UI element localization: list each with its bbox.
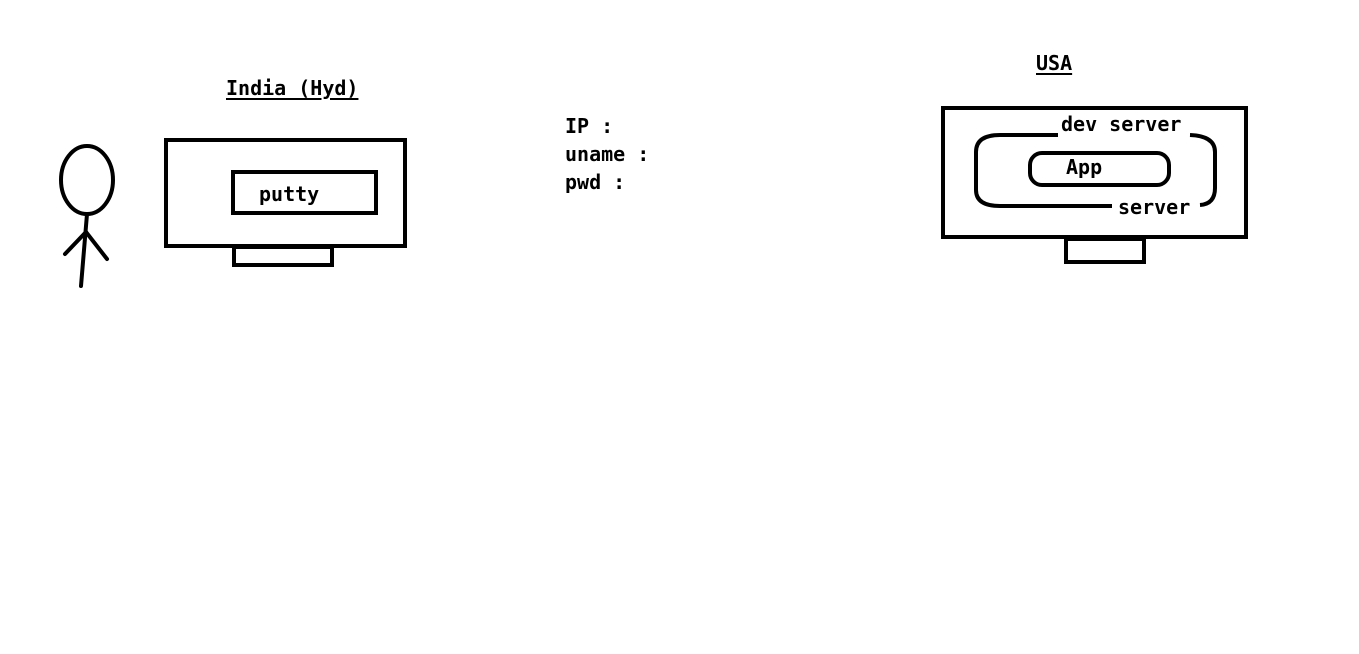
user-body bbox=[79, 212, 89, 288]
app-label: App bbox=[1066, 155, 1103, 179]
app-box bbox=[1028, 151, 1171, 187]
server-outline-left bbox=[974, 133, 1112, 208]
india-title: India (Hyd) bbox=[226, 76, 359, 100]
putty-label: putty bbox=[259, 182, 320, 206]
credential-pwd-label: pwd : bbox=[565, 170, 626, 194]
india-monitor bbox=[164, 138, 407, 267]
india-monitor-stand bbox=[232, 245, 334, 267]
credential-uname-label: uname : bbox=[565, 142, 650, 166]
user-head bbox=[59, 144, 115, 216]
user-left-arm bbox=[63, 230, 88, 256]
user-figure-icon bbox=[59, 144, 115, 288]
credential-ip-label: IP : bbox=[565, 114, 614, 138]
usa-monitor-stand bbox=[1064, 237, 1146, 264]
user-right-arm bbox=[84, 230, 109, 261]
usa-title: USA bbox=[1036, 51, 1073, 75]
dev-server-label: dev server bbox=[1061, 112, 1182, 136]
usa-monitor bbox=[941, 106, 1248, 264]
putty-window bbox=[231, 170, 378, 215]
server-label: server bbox=[1118, 195, 1191, 219]
server-outline-right bbox=[1189, 133, 1217, 207]
